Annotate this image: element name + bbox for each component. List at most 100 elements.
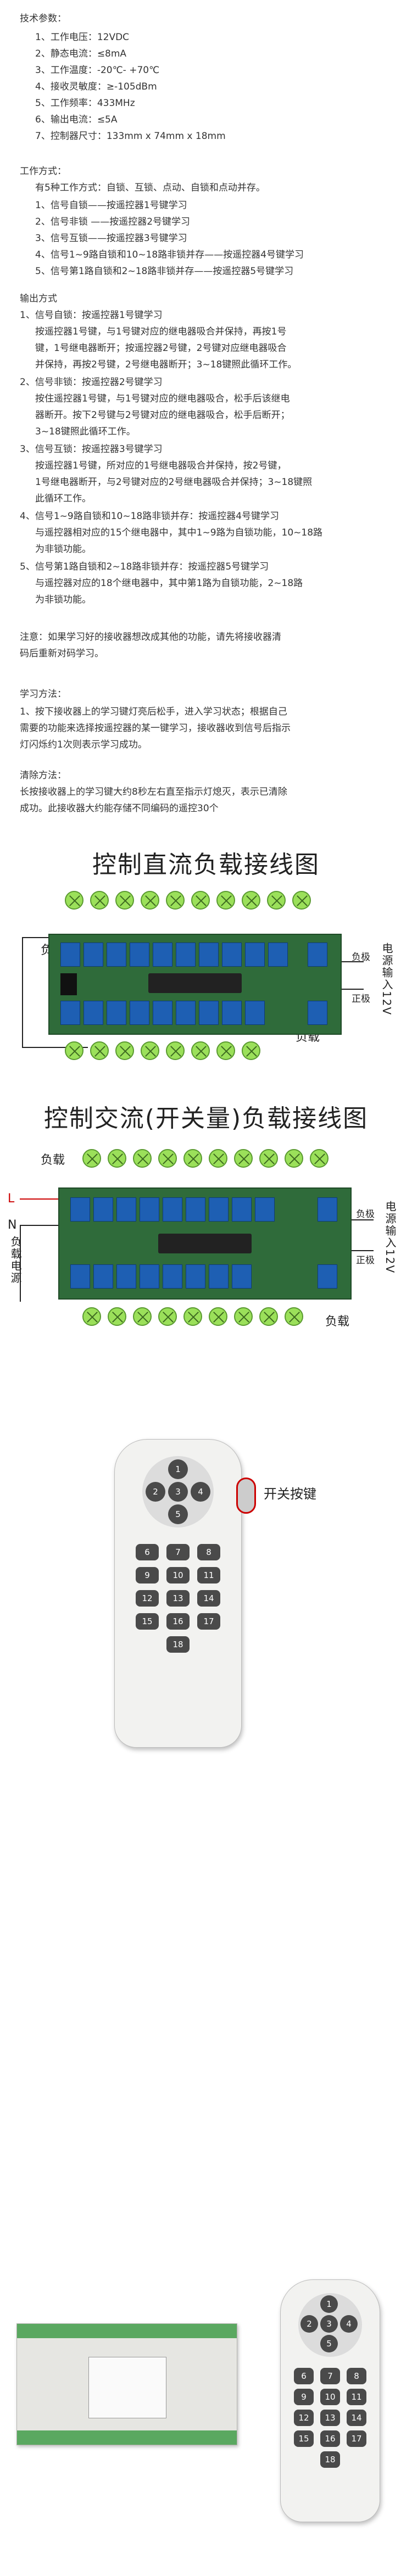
remote-key[interactable]: 1 (168, 1459, 188, 1479)
learn-title: 学习方法： (20, 689, 66, 700)
load-bulb-icon (234, 1307, 253, 1326)
clear-line: 成功。此接收器大约能存储不同编码的遥控30个 (20, 803, 219, 814)
note-line: 注意：如果学习好的接收器想改成其他的功能，请先将接收器清 (20, 632, 281, 643)
remote-key[interactable]: 3 (320, 2315, 338, 2333)
spec-item: 1、工作电压：12VDC (35, 32, 130, 43)
output-item-line: 按住遥控器1号键，与1号键对应的继电器吸合，松手后该继电 (35, 393, 290, 404)
mode-item: 1、信号自锁——按遥控器1号键学习 (35, 200, 187, 211)
remote-key[interactable]: 2 (300, 2315, 318, 2333)
load-bulb-icon (310, 1149, 329, 1168)
load-bulb-icon (90, 1041, 109, 1060)
spec-item: 4、接收灵敏度：≥-105dBm (35, 81, 157, 92)
remote-key[interactable]: 14 (197, 1590, 220, 1607)
load-bulb-icon (259, 1149, 278, 1168)
remote-key[interactable]: 17 (197, 1613, 220, 1630)
ac-N-label: N (8, 1218, 17, 1232)
load-bulb-icon (191, 1041, 210, 1060)
remote-key[interactable]: 1 (320, 2295, 338, 2313)
load-bulb-icon (267, 891, 286, 910)
load-bulb-icon (234, 1149, 253, 1168)
remote-key[interactable]: 13 (166, 1590, 190, 1607)
load-bulb-icon (292, 891, 311, 910)
remote-key[interactable]: 10 (166, 1567, 190, 1583)
specs-title: 技术参数： (20, 13, 66, 24)
output-item-head: 1、信号自锁：按遥控器1号键学习 (20, 310, 163, 321)
remote-key[interactable]: 16 (320, 2430, 340, 2447)
load-bulb-icon (108, 1307, 126, 1326)
load-bulb-icon (158, 1307, 177, 1326)
remote-key[interactable]: 7 (320, 2368, 340, 2384)
load-bulb-icon (216, 891, 235, 910)
load-bulb-icon (133, 1149, 152, 1168)
remote-key[interactable]: 2 (146, 1482, 165, 1502)
remote-key[interactable]: 5 (320, 2335, 338, 2352)
ac-source-label: 负载电源 (9, 1236, 22, 1284)
remote-key[interactable]: 5 (168, 1504, 188, 1524)
note-line: 码后重新对码学习。 (20, 648, 104, 659)
remote-key[interactable]: 18 (320, 2451, 340, 2468)
remote-key[interactable]: 6 (136, 1544, 159, 1560)
remote-key[interactable]: 16 (166, 1613, 190, 1630)
load-bulb-icon (141, 1041, 159, 1060)
remote-key[interactable]: 15 (294, 2430, 314, 2447)
load-bulb-icon (82, 1307, 101, 1326)
remote-key[interactable]: 18 (166, 1636, 190, 1653)
load-bulb-icon (166, 1041, 185, 1060)
remote-key[interactable]: 11 (347, 2389, 366, 2405)
remote-key[interactable]: 12 (136, 1590, 159, 1607)
remote-key[interactable]: 7 (166, 1544, 190, 1560)
remote-control: 1 2 3 4 5 6 7 8 9 10 11 12 13 14 15 16 1… (280, 2279, 380, 2522)
ac-load-top-label: 负载 (41, 1153, 65, 1167)
load-bulb-icon (242, 1041, 260, 1060)
remote-key[interactable]: 17 (347, 2430, 366, 2447)
remote-key[interactable]: 6 (294, 2368, 314, 2384)
remote-key[interactable]: 15 (136, 1613, 159, 1630)
remote-key[interactable]: 4 (340, 2315, 358, 2333)
remote-key[interactable]: 13 (320, 2410, 340, 2426)
output-item-line: 此循环工作。 (35, 493, 91, 504)
learn-line: 灯闪烁约1次则表示学习成功。 (20, 739, 147, 750)
output-item-head: 5、信号第1路自锁和2~18路非锁并存：按遥控器5号键学习 (20, 561, 269, 572)
load-bulb-icon (108, 1149, 126, 1168)
output-item-head: 2、信号非锁：按遥控器2号键学习 (20, 377, 163, 388)
mode-item: 3、信号互锁——按遥控器3号键学习 (35, 233, 187, 244)
clear-line: 长按接收器上的学习键大约8秒左右直至指示灯熄灭，表示已清除 (20, 787, 287, 798)
ac-power-label: 电源输入12V (383, 1201, 397, 1274)
remote-key[interactable]: 8 (197, 1544, 220, 1560)
remote-key[interactable]: 9 (294, 2389, 314, 2405)
dc-power-label: 电源输入12V (380, 943, 393, 1016)
spec-item: 2、静态电流：≤8mA (35, 48, 127, 59)
load-bulb-icon (65, 891, 83, 910)
remote-key[interactable]: 8 (347, 2368, 366, 2384)
modes-title: 工作方式： (20, 166, 66, 177)
remote-key[interactable]: 10 (320, 2389, 340, 2405)
load-bulb-icon (90, 891, 109, 910)
clear-title: 清除方法： (20, 770, 66, 781)
dc-wiring-diagram: 负载 负载 负极 正极 电源输入12V (0, 890, 412, 1071)
modes-intro: 有5种工作方式：自锁、互锁、点动、自锁和点动并存。 (35, 182, 265, 193)
load-bulb-icon (82, 1149, 101, 1168)
mode-item: 5、信号第1路自锁和2~18路非锁并存——按遥控器5号键学习 (35, 266, 294, 277)
dc-pos-label: 正极 (352, 994, 370, 1005)
output-title: 输出方式 (20, 293, 57, 304)
dc-diagram-title: 控制直流负载接线图 (92, 851, 320, 879)
remote-key[interactable]: 4 (191, 1482, 210, 1502)
relay-board (48, 934, 342, 1035)
output-item-line: 与遥控器对应的18个继电器中，其中第1路为自锁功能，2~18路 (35, 578, 303, 589)
switch-label: 开关按键 (264, 1486, 316, 1502)
load-bulb-icon (115, 891, 134, 910)
remote-key[interactable]: 11 (197, 1567, 220, 1583)
learn-line: 需要的功能来选择按遥控器的某一键学习，接收器收到信号后指示 (20, 723, 291, 734)
output-item-line: 键，1号继电器断开；按遥控器2号键，2号键对应继电器吸合 (35, 343, 287, 354)
ac-neg-label: 负极 (356, 1209, 375, 1220)
remote-key[interactable]: 9 (136, 1567, 159, 1583)
load-bulb-icon (133, 1307, 152, 1326)
spec-item: 3、工作温度：-20℃- +70℃ (35, 65, 160, 76)
remote-key[interactable]: 12 (294, 2410, 314, 2426)
load-bulb-icon (209, 1149, 227, 1168)
output-item-line: 1号继电器断开，与2号键对应的2号继电器吸合并保持；3~18键照 (35, 477, 313, 488)
remote-key[interactable]: 14 (347, 2410, 366, 2426)
load-bulb-icon (259, 1307, 278, 1326)
load-bulb-icon (285, 1149, 303, 1168)
remote-key[interactable]: 3 (168, 1482, 188, 1502)
